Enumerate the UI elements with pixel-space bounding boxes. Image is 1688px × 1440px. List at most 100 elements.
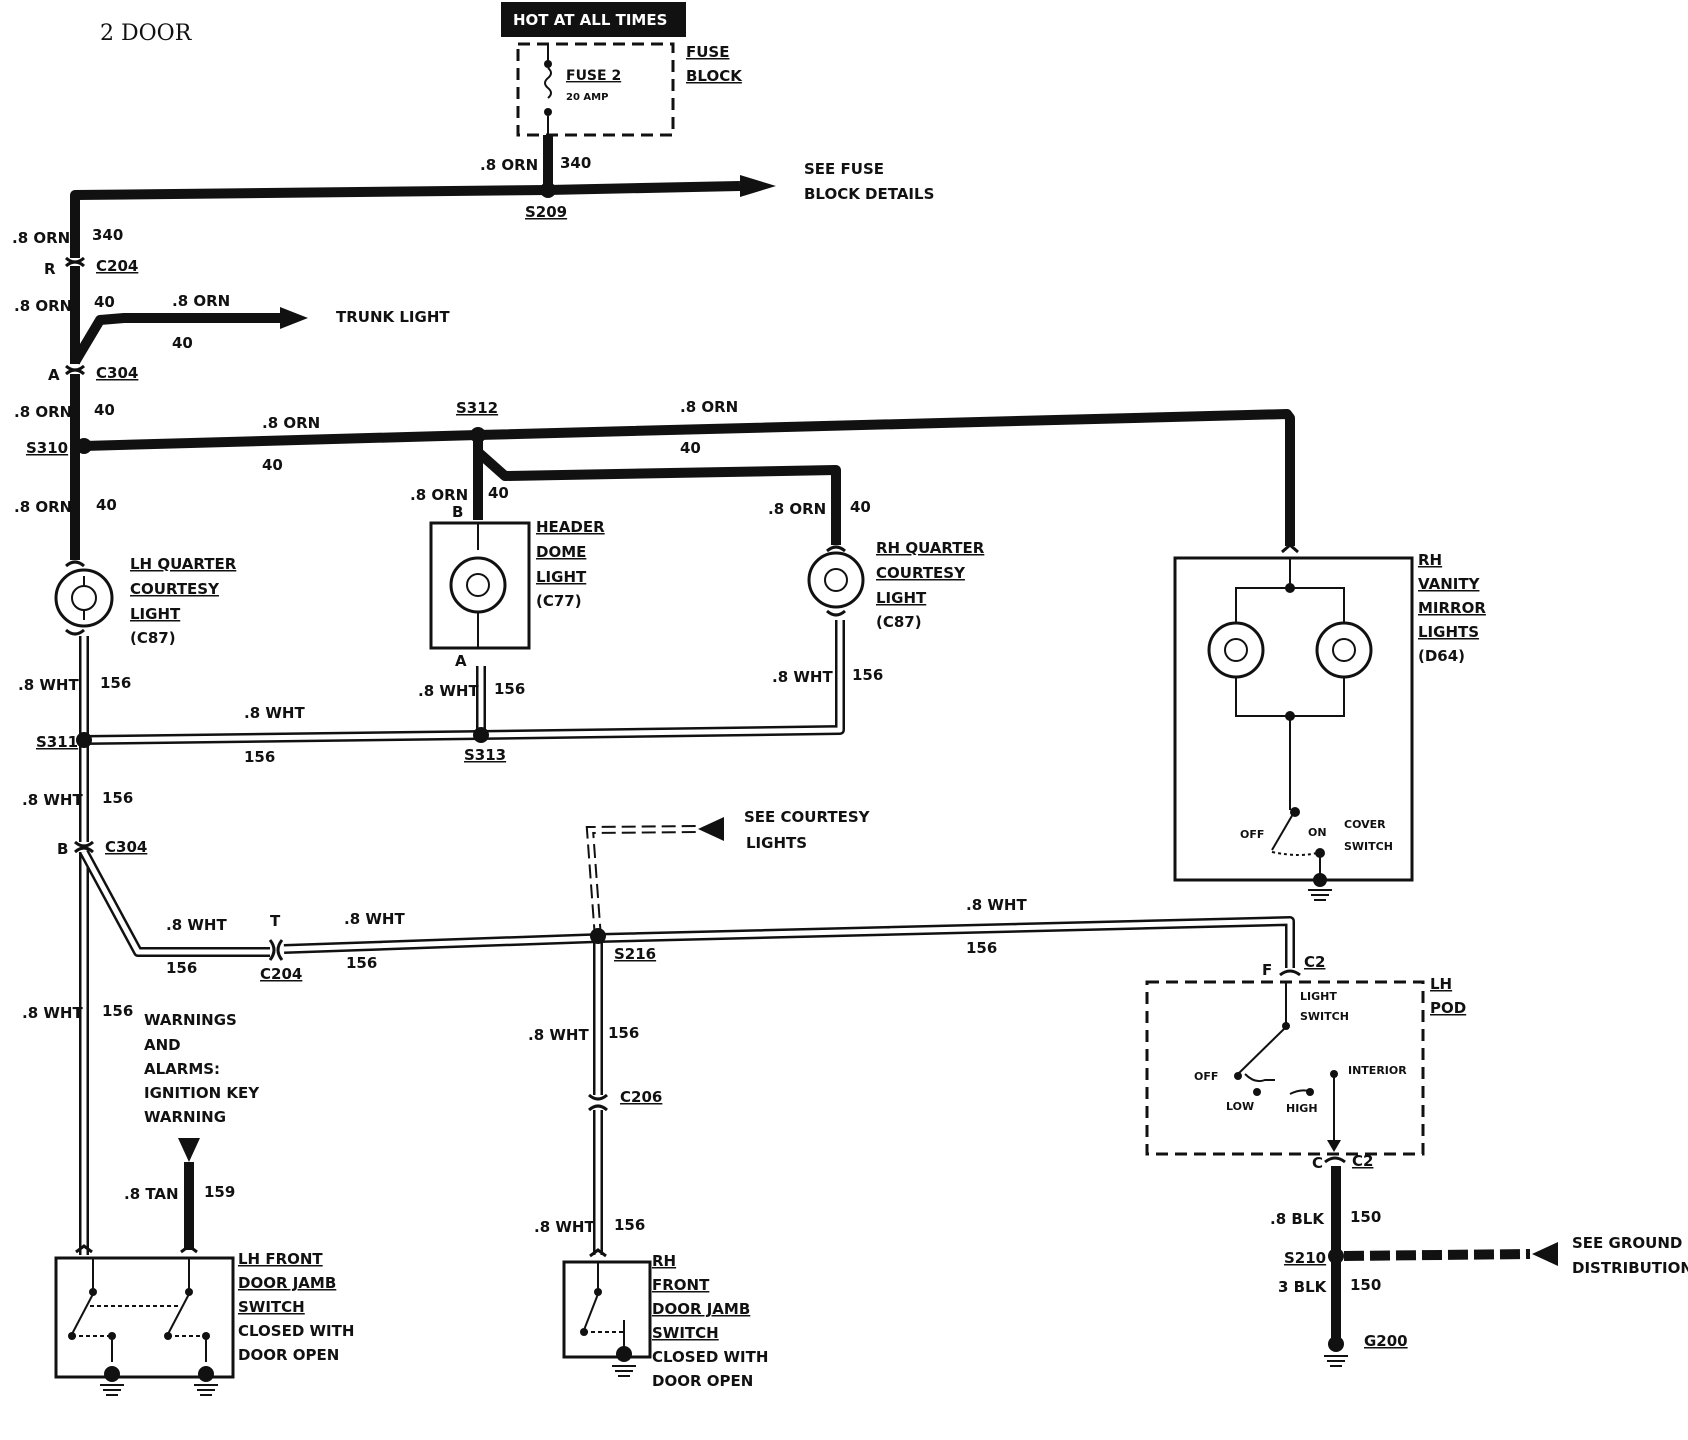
connector-c304-pin-b: B (57, 840, 68, 858)
wire-label-156: 156 (852, 666, 883, 684)
vanity-lamp-right (1315, 621, 1373, 679)
connector-c304-top: C304 (96, 364, 138, 382)
light-switch-label-2: SWITCH (1300, 1010, 1349, 1023)
connector-c206-symbol (588, 1093, 608, 1112)
rh-vanity-label-5: (D64) (1418, 647, 1465, 665)
diagram-title: 2 DOOR (100, 21, 193, 46)
rh-quarter-label-4: (C87) (876, 613, 922, 631)
see-fuse-arrow (740, 175, 776, 197)
rh-jamb-ground-icon (612, 1346, 636, 1377)
wire-label-orn: .8 ORN (768, 500, 826, 518)
splice-s310: S310 (26, 439, 68, 457)
rh-jamb-box (562, 1260, 652, 1359)
splice-s311-dot (76, 732, 92, 748)
wire-label-40: 40 (94, 293, 115, 311)
ground-g200: G200 (1364, 1332, 1408, 1350)
wire-label-340: 340 (92, 226, 123, 244)
wire-label-wht: .8 WHT (22, 791, 83, 809)
connector-c204-pin: R (44, 260, 56, 278)
see-ground-wire (1343, 1249, 1531, 1261)
rh-jamb-label-4: SWITCH (652, 1324, 719, 1342)
rh-jamb-switch (580, 1262, 625, 1350)
wire-label-40: 40 (94, 401, 115, 419)
rh-quarter-label-1: RH QUARTER (876, 539, 985, 557)
wire-label-156: 156 (102, 789, 133, 807)
connector-c304-mid: C304 (105, 838, 147, 856)
lh-jamb-label-4: CLOSED WITH (238, 1322, 354, 1340)
wire-label-40: 40 (172, 334, 193, 352)
connector-c2-pin-f: F (1262, 961, 1272, 979)
fuse-block-box (516, 42, 675, 137)
wire-label-40: 40 (96, 496, 117, 514)
connector-c304-top-symbol (65, 364, 85, 376)
cover-off: OFF (1240, 828, 1264, 841)
connector-c304-pin-a: A (48, 366, 60, 384)
splice-s209-dot (540, 182, 556, 198)
header-dome-lamp (449, 556, 507, 614)
wire-label-wht: .8 WHT (244, 704, 305, 722)
fuse-block-label-1: FUSE (686, 43, 729, 61)
splice-s210-dot (1328, 1248, 1344, 1264)
fuse-rating: 20 AMP (566, 92, 608, 103)
header-dome-label-3: LIGHT (536, 568, 587, 586)
wire-label-40: 40 (680, 439, 701, 457)
wire-label-orn: .8 ORN (410, 486, 468, 504)
wire-label-orn: .8 ORN (172, 292, 230, 310)
lh-quarter-label-4: (C87) (130, 629, 176, 647)
rh-vanity-label-1: RH (1418, 551, 1442, 569)
wire-label-wht: .8 WHT (418, 682, 479, 700)
see-ground-arrow (1532, 1242, 1558, 1266)
splice-s210: S210 (1284, 1249, 1326, 1267)
wire-label-150: 150 (1350, 1208, 1381, 1226)
wire-label-40: 40 (262, 456, 283, 474)
lh-quarter-lamp (54, 568, 114, 628)
vanity-ground-icon (1308, 873, 1332, 901)
connector-c204-symbol (65, 256, 85, 268)
see-fuse-2: BLOCK DETAILS (804, 185, 934, 203)
wire-label-156: 156 (244, 748, 275, 766)
rh-jamb-label-6: DOOR OPEN (652, 1372, 753, 1390)
wire-label-40: 40 (850, 498, 871, 516)
wire-label-orn: .8 ORN (14, 403, 72, 421)
wire-label-orn: .8 ORN (680, 398, 738, 416)
rh-quarter-lamp (807, 551, 865, 609)
see-fuse-1: SEE FUSE (804, 160, 884, 178)
warnings-4: IGNITION KEY (144, 1084, 260, 1102)
rh-jamb-label-2: FRONT (652, 1276, 710, 1294)
splice-s216: S216 (614, 945, 656, 963)
hot-label-box (501, 2, 686, 37)
light-switch-low: LOW (1226, 1100, 1254, 1113)
wire-label-340: 340 (560, 154, 591, 172)
cover-switch-blade (1271, 813, 1294, 851)
wire-label-wht: .8 WHT (534, 1218, 595, 1236)
wire-label-wht: .8 WHT (344, 910, 405, 928)
lh-jamb-box (54, 1256, 235, 1379)
see-courtesy-arrow (698, 817, 724, 841)
see-ground-1: SEE GROUND (1572, 1234, 1682, 1252)
splice-s313-dot (473, 727, 489, 743)
wire-label-156: 156 (102, 1002, 133, 1020)
warnings-1: WARNINGS (144, 1011, 237, 1029)
see-courtesy-2: LIGHTS (746, 834, 807, 852)
wire-label-wht: .8 WHT (166, 916, 227, 934)
connector-c206: C206 (620, 1088, 662, 1106)
header-dome-box (429, 521, 531, 650)
rh-jamb-label-3: DOOR JAMB (652, 1300, 750, 1318)
see-ground-2: DISTRIBUTION (1572, 1259, 1688, 1277)
cover-switch-1: COVER (1344, 818, 1386, 831)
wire-label-156: 156 (346, 954, 377, 972)
lh-quarter-label-3: LIGHT (130, 605, 181, 623)
lh-jamb-label-5: DOOR OPEN (238, 1346, 339, 1364)
connector-c204-bot-symbol (268, 939, 284, 961)
connector-c204-pin-t: T (270, 912, 281, 930)
light-switch-off: OFF (1194, 1070, 1218, 1083)
wire-label-156: 156 (614, 1216, 645, 1234)
lh-pod-label-2: POD (1430, 999, 1466, 1017)
rh-quarter-label-2: COURTESY (876, 564, 966, 582)
lh-pod-label-1: LH (1430, 975, 1452, 993)
rh-vanity-box (1173, 556, 1414, 882)
rh-vanity-label-3: MIRROR (1418, 599, 1486, 617)
wire-label-tan: .8 TAN (124, 1185, 179, 1203)
lh-jamb-label-3: SWITCH (238, 1298, 305, 1316)
wire-label-wht: .8 WHT (18, 676, 79, 694)
